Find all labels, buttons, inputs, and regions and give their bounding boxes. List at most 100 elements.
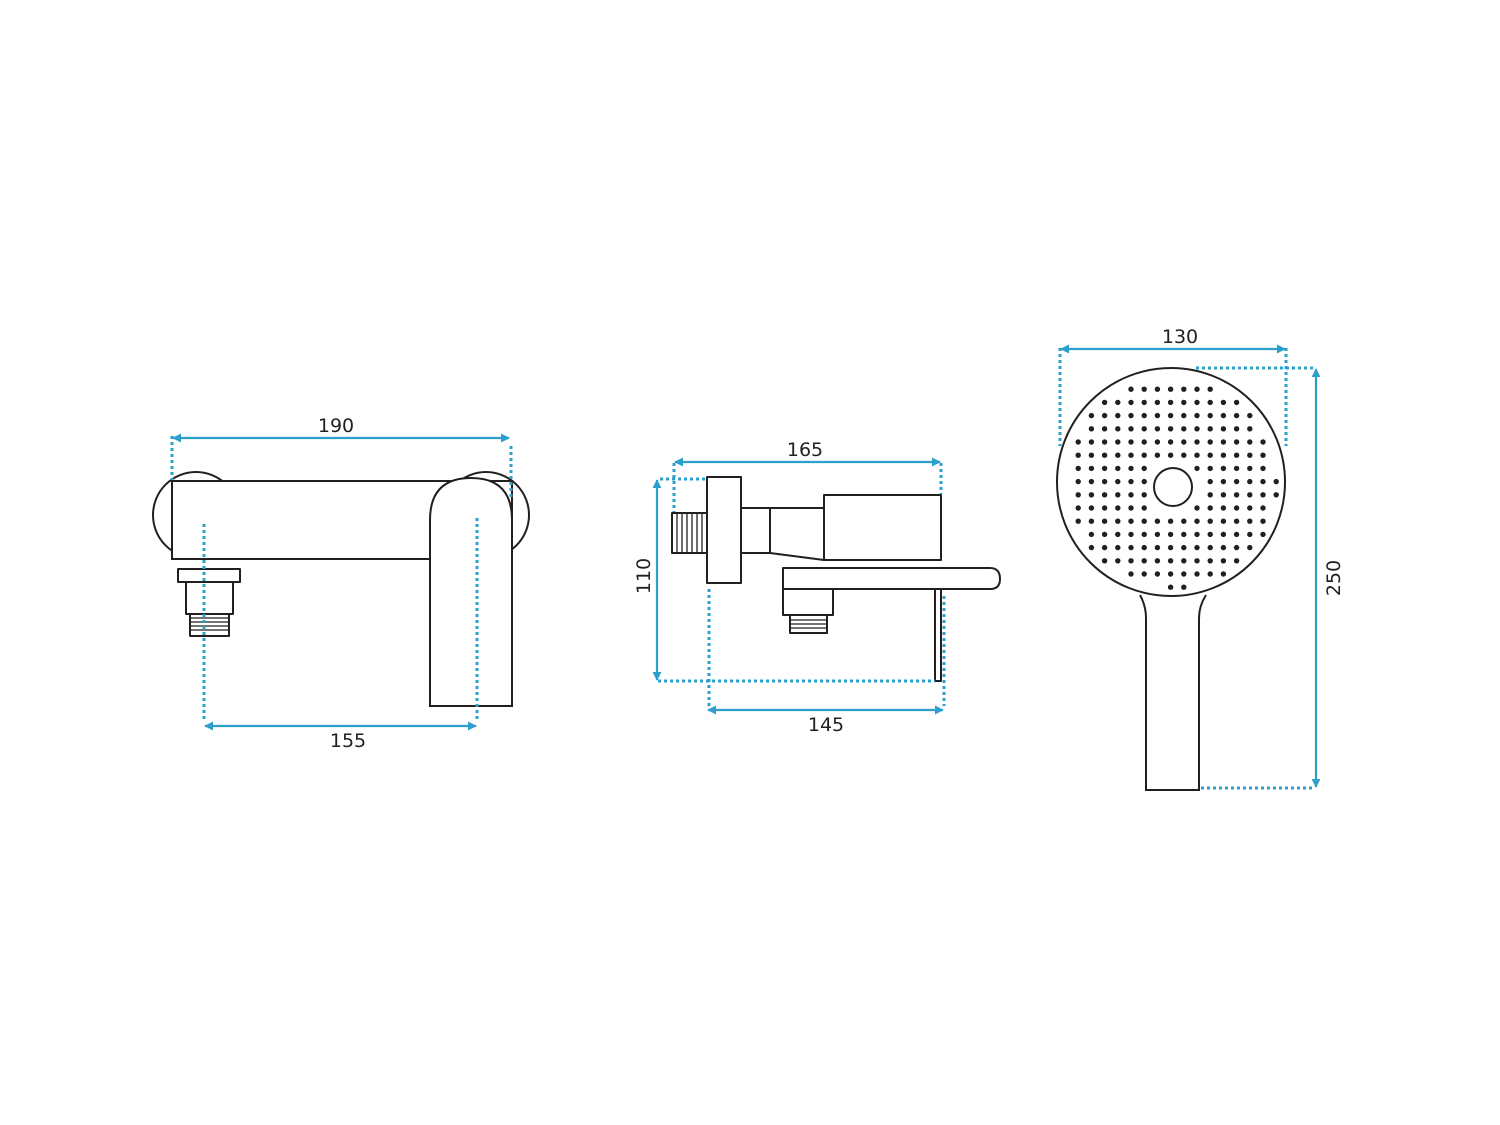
front-thread-lines [190,617,229,631]
nozzle-dot [1247,465,1253,472]
nozzle-dot [1088,465,1095,472]
side-inlet-thread-lines [676,513,703,553]
nozzle-dot [1101,505,1108,511]
nozzle-dot [1101,518,1108,524]
nozzle-dot [1247,452,1253,458]
nozzle-dot [1207,386,1213,392]
nozzle-dot [1181,544,1187,551]
nozzle-dot [1247,492,1253,498]
nozzle-dot [1167,518,1174,524]
nozzle-dot [1141,492,1147,498]
nozzle-dot [1101,439,1108,445]
nozzle-dot [1167,386,1174,392]
wall-plate [706,476,742,584]
nozzle-dot [1088,478,1095,485]
nozzle-dot [1207,439,1213,445]
shower-dimension-130: 130 [1058,326,1288,446]
wall-inlet-thread [671,512,708,554]
shower-dimension-250: 250 [1196,366,1345,790]
nozzle-dot [1207,426,1213,432]
dimension-label-110: 110 [633,558,655,594]
nozzle-dot [1247,544,1253,551]
nozzle-dot [1088,452,1095,458]
nozzle-dot [1194,426,1200,432]
side-body [769,494,942,561]
nozzle-dot [1167,571,1174,577]
nozzle-dot [1115,492,1121,498]
body-neck [740,507,771,554]
nozzle-dot [1207,465,1213,472]
nozzle-dot [1141,386,1147,392]
side-lever [782,567,1001,590]
nozzle-dot [1154,531,1161,538]
nozzle-dot [1233,465,1240,472]
nozzle-dot [1167,558,1174,564]
dimension-label-250: 250 [1323,560,1345,596]
nozzle-dot [1075,518,1081,524]
nozzle-dot [1088,412,1095,419]
nozzle-dot [1220,505,1227,511]
nozzle-dot [1207,518,1213,524]
nozzle-dot [1247,426,1253,432]
nozzle-dot [1141,399,1147,406]
nozzle-dot [1115,412,1121,419]
nozzle-dot [1075,452,1081,458]
nozzle-dot [1233,439,1240,445]
nozzle-dot [1128,426,1134,432]
nozzle-dot [1115,544,1121,551]
nozzle-dot [1207,544,1213,551]
nozzle-dot [1233,558,1240,564]
nozzle-dot [1233,399,1240,406]
nozzle-dot [1088,505,1095,511]
nozzle-dot [1141,558,1147,564]
nozzle-dot [1207,571,1213,577]
nozzle-dot [1101,465,1108,472]
shower-center-button [1153,467,1193,507]
front-dimension-155: 155 [202,518,479,752]
nozzle-dot [1167,584,1174,590]
nozzle-dot [1194,531,1200,538]
nozzle-dot [1075,492,1081,498]
nozzle-dot [1154,558,1161,564]
nozzle-dot [1141,478,1147,485]
nozzle-dot [1101,531,1108,538]
nozzle-dot [1247,478,1253,485]
nozzle-dot [1233,452,1240,458]
nozzle-dot [1194,571,1200,577]
nozzle-dot [1128,558,1134,564]
nozzle-dot [1220,492,1227,498]
nozzle-dot [1273,492,1279,498]
nozzle-dot [1233,544,1240,551]
nozzle-dot [1141,439,1147,445]
shower-nozzle-grid [1075,386,1279,590]
dimension-label-130: 130 [1162,326,1198,348]
nozzle-dot [1101,452,1108,458]
nozzle-dot [1141,505,1147,511]
nozzle-dot [1207,505,1213,511]
nozzle-dot [1207,478,1213,485]
nozzle-dot [1167,531,1174,538]
nozzle-dot [1154,399,1161,406]
nozzle-dot [1247,531,1253,538]
nozzle-dot [1207,399,1213,406]
side-dimension-145: 145 [707,589,946,736]
nozzle-dot [1075,478,1081,485]
nozzle-dot [1220,571,1227,577]
union-nut [177,568,241,583]
nozzle-dot [1220,412,1227,419]
nozzle-dot [1088,492,1095,498]
nozzle-dot [1141,544,1147,551]
nozzle-dot [1115,399,1121,406]
nozzle-dot [1115,518,1121,524]
nozzle-dot [1260,465,1266,472]
nozzle-dot [1233,426,1240,432]
nozzle-dot [1220,531,1227,538]
nozzle-dot [1128,399,1134,406]
nozzle-dot [1128,492,1134,498]
nozzle-dot [1101,399,1108,406]
nozzle-dot [1194,386,1200,392]
nozzle-dot [1154,544,1161,551]
nozzle-dot [1233,518,1240,524]
nozzle-dot [1128,505,1134,511]
nozzle-dot [1207,558,1213,564]
